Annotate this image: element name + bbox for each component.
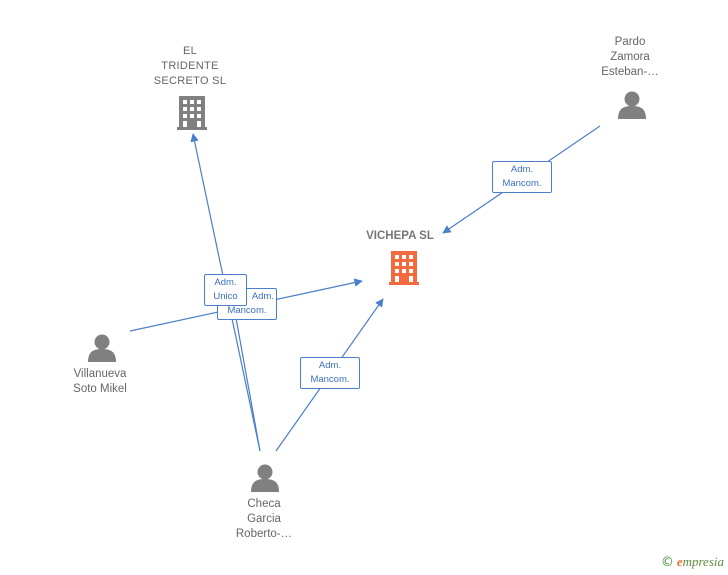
company-name: EL TRIDENTE SECRETO SL [153, 45, 227, 87]
person-name: Checa Garcia Roberto-… [235, 498, 293, 540]
node-villanueva[interactable]: Villanueva Soto Mikel [50, 367, 150, 397]
role-line: Adm. [251, 291, 274, 302]
building-icon-focus [389, 251, 419, 285]
role-line: Adm. [510, 164, 534, 175]
person-icon [88, 334, 116, 362]
brand-logo-e: e [676, 554, 683, 569]
role-line: Adm. [214, 277, 237, 288]
node-vichepa[interactable]: VICHEPA SL [340, 229, 460, 244]
node-checa[interactable]: Checa Garcia Roberto-… [214, 497, 314, 542]
node-el-tridente[interactable]: EL TRIDENTE SECRETO SL [140, 44, 240, 89]
role-line: Adm. [318, 360, 342, 371]
role-line: Unico [213, 291, 238, 302]
edge-label-checa-vichepa: Adm. Mancom. [300, 357, 360, 389]
node-pardo[interactable]: Pardo Zamora Esteban-… [580, 35, 680, 80]
edge-checa-branch [235, 317, 261, 452]
role-line: Mancom. [310, 374, 350, 385]
role-line: Mancom. [227, 305, 267, 316]
brand-name: mpresia [682, 554, 724, 569]
person-name: Pardo Zamora Esteban-… [601, 36, 659, 78]
building-icon [177, 96, 207, 130]
role-line: Mancom. [502, 178, 542, 189]
person-icon [618, 91, 646, 119]
person-name: Villanueva Soto Mikel [73, 368, 127, 395]
company-name: VICHEPA SL [366, 230, 434, 242]
edge-label-checa-tridente: Adm. Unico [204, 274, 247, 306]
person-icon [251, 464, 279, 492]
copyright-symbol: © [660, 555, 674, 570]
edge-label-pardo-vichepa: Adm. Mancom. [492, 161, 552, 193]
brand-footer: ©empresia [661, 554, 724, 570]
